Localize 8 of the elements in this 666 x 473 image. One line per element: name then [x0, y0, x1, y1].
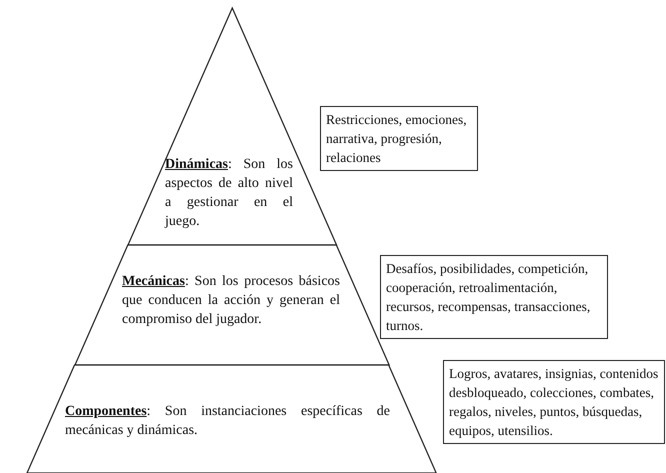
- text-box: [320, 106, 478, 171]
- tier-description: Componentes: Son instanciaciones específicas de mecánicas y dinámicas.: [64, 403, 390, 440]
- tier-description: Mecánicas: Son los procesos básicos que conducen la acción y generan el compromiso del jugador.: [122, 273, 340, 329]
- pyramid-tier: [27, 365, 437, 473]
- element-list: Desafíos, posibilidades, competición, cooperación, retroalimentación, recursos, recompensas, transacciones, turnos.: [386, 259, 602, 335]
- element-list: Restricciones, emociones, narrativa, progresión, relaciones: [326, 110, 472, 167]
- tier-description: Dinámicas: Son los aspectos de alto nivel a gestionar en el juego.: [164, 156, 293, 231]
- element-list: Logros, avatares, insignias, contenidos desbloqueado, colecciones, combates, regalos, niveles, puntos, búsquedas, equipos, utensilios.: [449, 364, 659, 440]
